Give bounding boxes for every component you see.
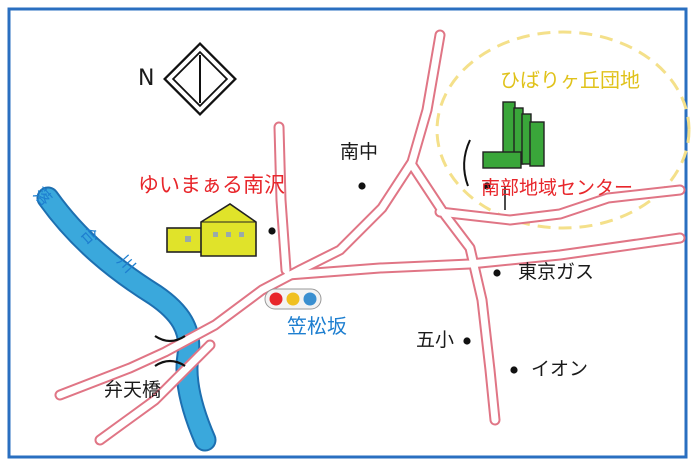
goshou-label: 五小	[416, 329, 455, 351]
hibarigaoka-label: ひばりヶ丘団地	[500, 68, 640, 92]
nanbu-center-dot-icon	[483, 182, 491, 190]
traffic-signal-icon	[264, 288, 322, 310]
roads	[54, 29, 686, 446]
highlight-ring	[435, 30, 691, 230]
aeon-dot-icon	[510, 366, 518, 374]
aeon-label: イオン	[531, 358, 589, 380]
north-compass-icon	[163, 42, 237, 116]
goshou-dot-icon	[463, 337, 471, 345]
compass-letter: N	[138, 66, 155, 91]
bridge-marks	[154, 335, 186, 367]
yuimaaru-label: ゆいまぁる南沢	[138, 173, 285, 197]
hibarigaoka-estate-icon	[463, 101, 545, 210]
minaminaka-label: 南中	[340, 141, 379, 163]
kasamatsuzaka-label: 笠松坂	[287, 314, 347, 338]
tokyo-gas-dot-icon	[493, 269, 501, 277]
tokyo-gas-label: 東京ガス	[518, 261, 595, 283]
minaminaka-dot-icon	[358, 182, 366, 190]
yuimaaru-dot-icon	[268, 227, 276, 235]
location-dots	[268, 182, 518, 374]
bentenbashi-label: 弁天橋	[104, 379, 162, 401]
river	[36, 186, 217, 452]
yuimaaru-building-icon	[166, 203, 257, 257]
road-main-diagonal	[54, 29, 446, 401]
map-border	[7, 7, 688, 459]
nanbu-center-label: 南部地域センター	[481, 177, 634, 199]
